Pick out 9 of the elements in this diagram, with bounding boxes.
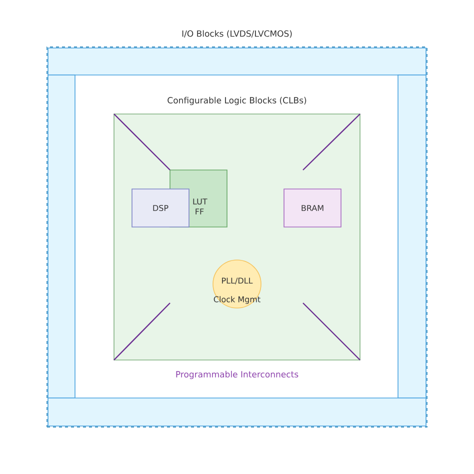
io-band (398, 74, 426, 398)
bram-box: BRAM (284, 188, 342, 228)
dsp-box: DSP (132, 188, 190, 228)
io-band (48, 48, 426, 76)
io-band (48, 398, 426, 426)
io-band (48, 74, 76, 398)
node-label: Configurable Logic Blocks (CLBs) (168, 96, 306, 106)
caption-label: Programmable Interconnects (176, 370, 298, 380)
node-label: I/O Blocks (LVDS/LVCMOS) (182, 30, 292, 38)
